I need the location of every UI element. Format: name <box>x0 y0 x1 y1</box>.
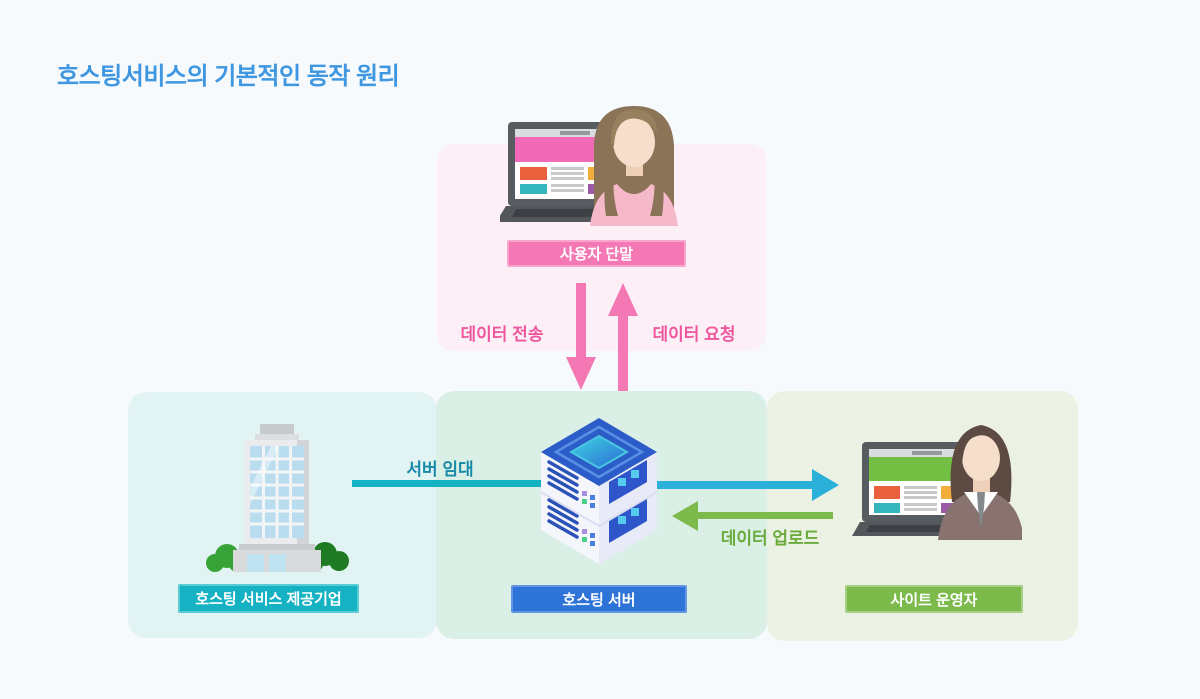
data-upload-label: 데이터 업로드 <box>720 529 820 548</box>
data-upload-arrow-shaft <box>698 512 833 519</box>
site-operator-plate: 사이트 운영자 <box>845 585 1023 613</box>
server-lease-line <box>352 480 545 487</box>
data-request-arrow-shaft <box>618 315 628 391</box>
server-lease-label: 서버 임대 <box>406 460 474 479</box>
hosting-provider-plate: 호스팅 서비스 제공기업 <box>178 584 359 613</box>
data-send-arrowhead-icon <box>566 357 596 390</box>
woman-with-laptop-icon <box>500 106 678 226</box>
server-to-operator-arrowhead-icon <box>812 469 839 501</box>
data-send-arrow-shaft <box>576 283 586 358</box>
data-request-label: 데이터 요청 <box>652 325 736 344</box>
data-send-label: 데이터 전송 <box>460 325 544 344</box>
server-stack-icon <box>540 418 658 564</box>
user-terminal-plate: 사용자 단말 <box>507 240 686 267</box>
hosting-server-plate: 호스팅 서버 <box>511 585 687 613</box>
server-to-operator-arrow-shaft <box>653 481 814 489</box>
office-building-icon <box>206 424 349 572</box>
data-request-arrowhead-icon <box>608 283 638 316</box>
page-title: 호스팅서비스의 기본적인 동작 원리 <box>57 63 400 90</box>
man-with-laptop-icon <box>852 425 1022 540</box>
data-upload-arrowhead-icon <box>672 501 698 531</box>
